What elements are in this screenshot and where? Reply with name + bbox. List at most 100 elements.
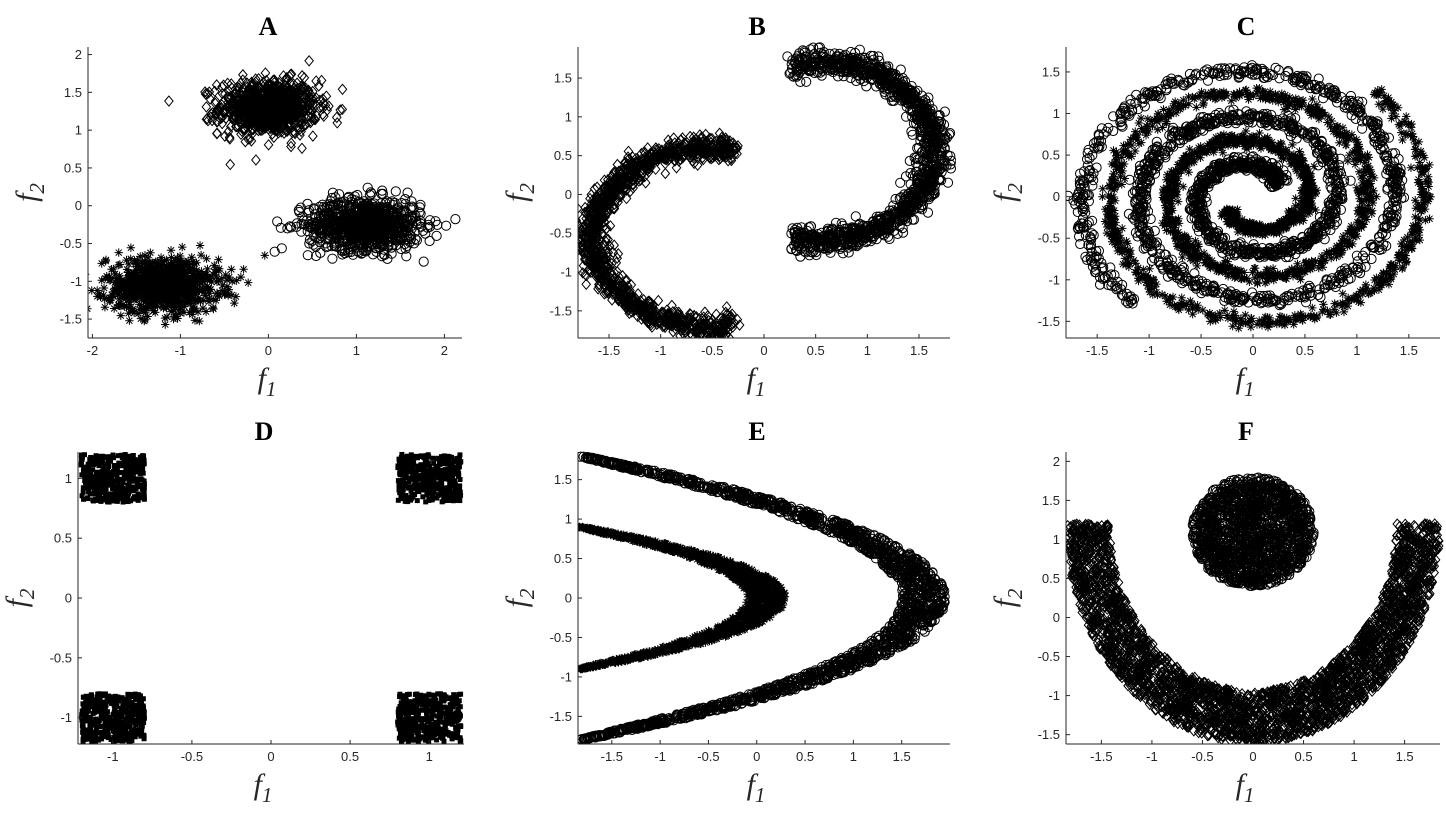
data-point — [168, 279, 177, 289]
data-point — [604, 267, 615, 279]
data-point — [592, 221, 603, 234]
x-tick-label: 2 — [441, 343, 448, 358]
data-point — [629, 299, 640, 312]
data-point — [144, 260, 154, 269]
data-point — [200, 86, 210, 98]
data-point — [146, 278, 155, 287]
data-point — [328, 220, 339, 231]
data-point — [153, 302, 162, 311]
y-tick-label: 1.5 — [64, 85, 82, 100]
data-point — [187, 253, 196, 262]
panel-B-series-1 — [578, 127, 745, 338]
data-point — [130, 256, 139, 265]
data-point — [377, 185, 388, 196]
data-point — [170, 268, 179, 277]
data-point — [147, 273, 157, 283]
data-point — [318, 102, 329, 114]
data-point — [610, 187, 620, 200]
data-point — [352, 189, 363, 201]
data-point — [159, 284, 168, 293]
data-point — [99, 290, 108, 300]
data-point — [381, 225, 392, 236]
data-point — [721, 329, 731, 338]
data-point — [636, 313, 647, 325]
data-point — [584, 254, 594, 267]
data-point — [402, 187, 413, 198]
data-point — [645, 301, 656, 313]
data-point — [169, 301, 178, 311]
data-point — [724, 331, 734, 338]
data-point — [370, 225, 381, 236]
data-point — [286, 140, 296, 153]
data-point — [217, 286, 227, 295]
data-point — [377, 188, 388, 199]
data-point — [693, 325, 704, 338]
data-point — [898, 227, 909, 238]
data-point — [337, 83, 348, 96]
data-point — [386, 225, 397, 236]
data-point — [691, 133, 701, 145]
data-point — [601, 232, 611, 245]
data-point — [623, 280, 633, 292]
data-point — [135, 287, 145, 296]
data-point — [917, 167, 928, 178]
data-point — [263, 139, 274, 151]
data-point — [235, 86, 246, 99]
data-point — [606, 280, 617, 292]
data-point — [694, 140, 705, 153]
data-point — [318, 110, 329, 123]
data-point — [176, 308, 185, 318]
data-point — [190, 304, 199, 313]
data-point — [720, 306, 731, 319]
data-point — [136, 288, 145, 297]
data-point — [595, 224, 606, 237]
data-point — [640, 158, 650, 170]
data-point — [691, 311, 702, 323]
data-point — [389, 197, 400, 208]
data-point — [192, 258, 201, 267]
data-point — [152, 270, 161, 279]
data-point — [855, 53, 866, 64]
data-point — [639, 160, 649, 173]
data-point — [695, 327, 706, 338]
data-point — [634, 175, 644, 187]
data-point — [275, 222, 286, 233]
data-point — [895, 177, 906, 188]
data-point — [665, 314, 676, 327]
data-point — [163, 288, 173, 298]
data-point — [138, 259, 147, 268]
data-point — [350, 227, 361, 238]
data-point — [195, 241, 205, 250]
data-point — [181, 293, 191, 302]
data-point — [332, 209, 343, 220]
data-point — [730, 139, 740, 152]
data-point — [128, 288, 137, 297]
data-point — [623, 151, 633, 163]
data-point — [606, 279, 617, 291]
data-point — [337, 103, 348, 116]
data-point — [612, 158, 623, 171]
data-point — [148, 259, 157, 268]
data-point — [224, 285, 234, 294]
data-point — [216, 102, 227, 114]
data-point — [663, 139, 673, 152]
data-point — [268, 120, 279, 133]
data-point — [201, 307, 211, 316]
data-point — [288, 96, 298, 108]
data-point — [204, 294, 214, 303]
y-tick-label: -0.5 — [60, 236, 82, 251]
data-point — [386, 222, 397, 233]
data-point — [643, 154, 654, 167]
data-point — [99, 283, 109, 293]
data-point — [306, 115, 317, 128]
data-point — [586, 243, 596, 255]
data-point — [595, 272, 606, 284]
data-point — [245, 102, 255, 115]
data-point — [153, 257, 162, 267]
data-point — [634, 305, 645, 318]
data-point — [135, 277, 145, 286]
data-point — [125, 316, 134, 325]
data-point — [599, 174, 610, 186]
data-point — [212, 127, 222, 140]
data-point — [213, 102, 224, 115]
